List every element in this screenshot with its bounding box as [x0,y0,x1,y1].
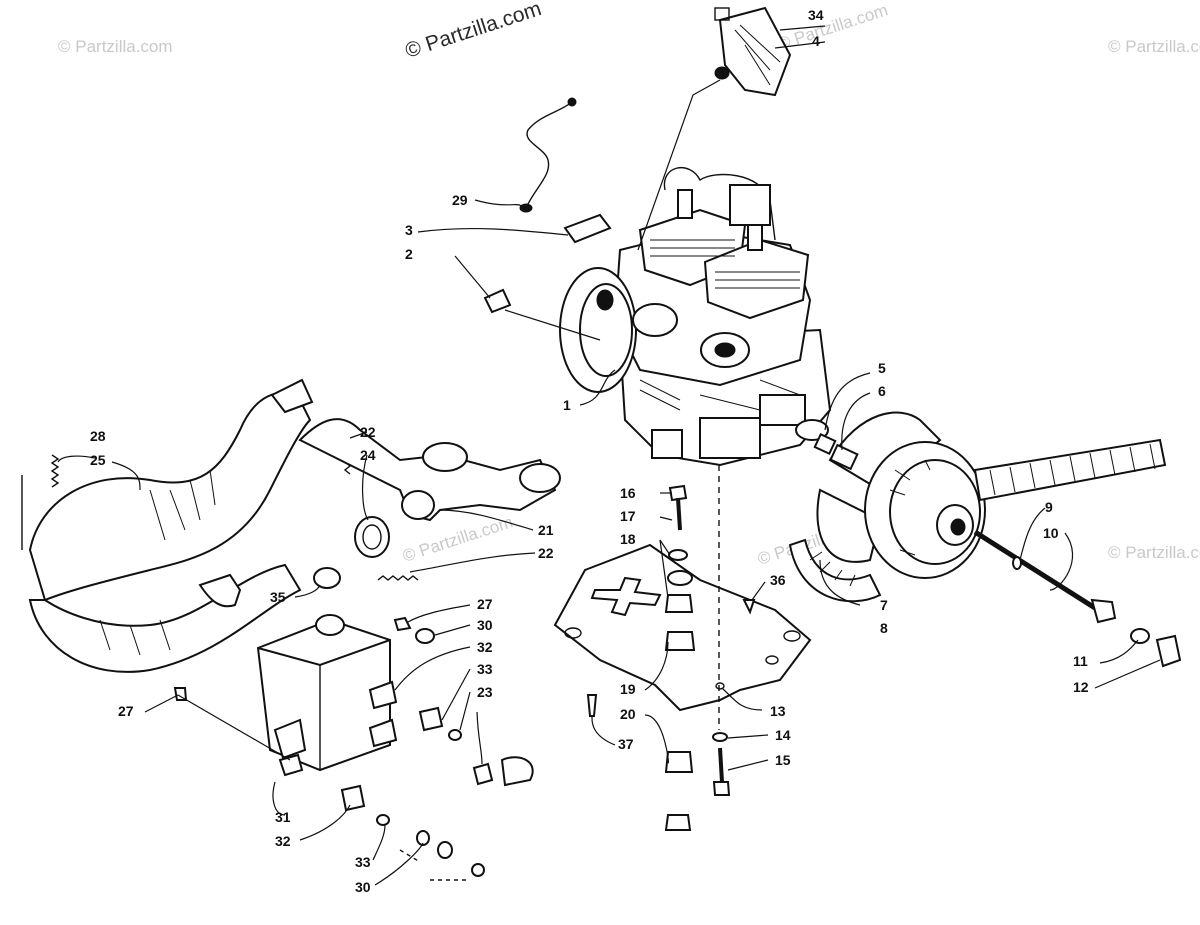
part-12-nut [1155,634,1182,668]
callout-22-upper: 22 [360,424,376,440]
leader-lines [57,25,1161,886]
part-5-spacer [813,432,837,456]
part-13-mount-plate [553,543,812,712]
callout-18: 18 [620,531,636,547]
callout-36: 36 [770,572,786,588]
callout-27-upper: 27 [477,596,493,612]
callout-37: 37 [618,736,634,752]
part-20-lower-cap [664,814,692,831]
part-14-washer [712,732,728,742]
part-16-bolt [668,484,688,531]
callout-numbers: 34 4 29 3 2 1 5 6 7 8 9 10 11 12 16 17 1… [90,7,1089,895]
part-37-screw [586,694,598,717]
part-30-washer-upper [415,628,435,644]
callout-32-lower: 32 [275,833,291,849]
callout-27-lower: 27 [118,703,134,719]
callout-30-upper: 30 [477,617,493,633]
part-33-spacer-upper [448,729,462,741]
callout-5: 5 [878,360,886,376]
callout-29: 29 [452,192,468,208]
watermark-top-left: © Partzilla.com [58,37,173,56]
part-23-mount-plate [500,756,534,787]
callout-33-upper: 33 [477,661,493,677]
part-35-grommet [313,567,341,589]
part-24-seal [354,516,390,558]
callout-20: 20 [620,706,636,722]
callout-16: 16 [620,485,636,501]
part-27-bolt-upper [393,616,412,632]
callout-34: 34 [808,7,824,23]
callout-12: 12 [1073,679,1089,695]
callout-32-upper: 32 [477,639,493,655]
callout-11: 11 [1073,653,1088,669]
part-23-nut [472,762,494,786]
watermark-main: © Partzilla.com [402,0,544,63]
part-2-decal [483,288,512,314]
callout-21: 21 [538,522,554,538]
callout-33-lower: 33 [355,854,371,870]
part-15-bolt [712,747,731,796]
callout-35: 35 [270,589,286,605]
callout-3: 3 [405,222,413,238]
watermark-top-right: © Partzilla.com [1108,37,1200,56]
part-30-washer-lower-b [437,841,453,859]
watermark-right-mid: © Partzilla.com [1108,543,1200,562]
muffler-silencer [256,614,398,777]
part-25-expansion-chamber [21,378,314,673]
callout-23: 23 [477,684,493,700]
callout-25: 25 [90,452,106,468]
part-30-nut-lower [471,863,485,877]
callout-8: 8 [880,620,888,636]
part-30-washer-lower [416,830,430,846]
part-18-isolator [664,594,694,613]
part-9-washer [1012,556,1022,570]
callout-22-lower: 22 [538,545,554,561]
callout-19: 19 [620,681,636,697]
part-29-wire [519,97,577,213]
callout-31: 31 [275,809,291,825]
part-36-screw [742,599,756,615]
callout-17: 17 [620,508,636,524]
part-22-spring-lower [377,575,419,581]
part-6-sleeve [829,443,859,471]
part-17-washer [668,549,688,561]
callout-30-lower: 30 [355,879,371,895]
part-34-cover [714,6,792,97]
part-19-isolator [664,631,696,651]
callout-6: 6 [878,383,886,399]
callout-2: 2 [405,246,413,262]
callout-9: 9 [1045,499,1053,515]
callout-10: 10 [1043,525,1059,541]
callout-7: 7 [880,597,888,613]
callout-28: 28 [90,428,106,444]
part-20-isolator [664,751,694,773]
drive-belt [788,438,1167,603]
part-11-washer [1130,628,1150,644]
part-21-exhaust-manifold [298,418,561,522]
part-7-drive-clutch [816,411,986,579]
watermark-center-mid: © Partzilla.com [400,512,515,565]
callout-24: 24 [360,447,376,463]
callout-13: 13 [770,703,786,719]
callout-14: 14 [775,727,791,743]
callout-15: 15 [775,752,791,768]
part-32-grommet-lower [340,784,366,812]
engine-assembly [559,167,832,467]
part-10-clutch-bolt [973,529,1117,624]
part-32-grommet-upper [418,706,444,732]
part-28-spring [50,454,60,488]
part-33-spacer-lower [376,814,390,826]
callout-4: 4 [812,33,820,49]
callout-1: 1 [563,397,571,413]
part-3-bracket [563,213,612,244]
